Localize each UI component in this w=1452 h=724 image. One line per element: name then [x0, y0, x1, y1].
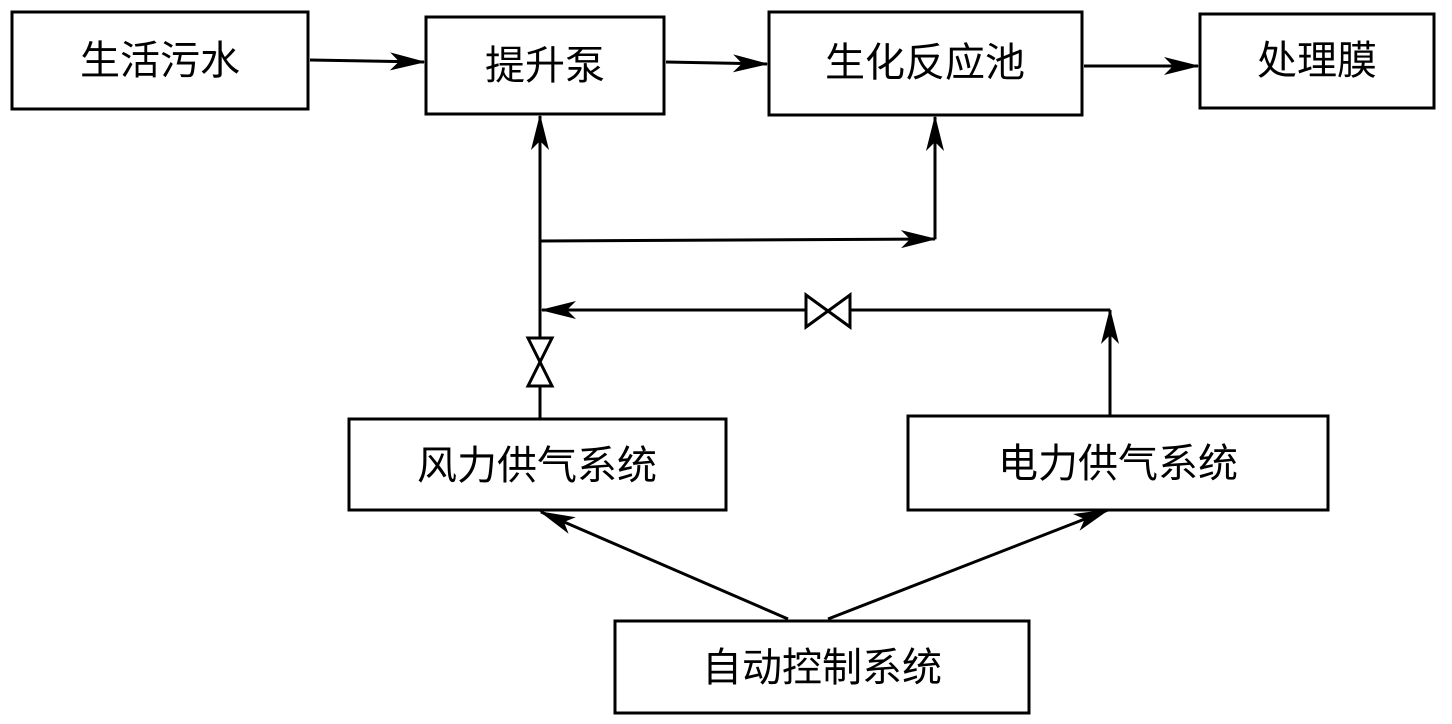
valve-electric-line[interactable] [804, 292, 852, 330]
arrow-control-to-wind [539, 510, 789, 621]
node-reactor: 生化反应池 [767, 10, 1084, 117]
valve-wind-line[interactable] [525, 336, 555, 388]
node-sewage-label: 生活污水 [80, 38, 240, 84]
node-sewage: 生活污水 [10, 10, 310, 111]
node-membrane-label: 处理膜 [1257, 38, 1377, 84]
node-auto-control: 自动控制系统 [613, 619, 1031, 715]
arrow-control-to-electric [827, 508, 1110, 621]
node-wind-supply: 风力供气系统 [347, 417, 728, 512]
arrow-pump-to-reactor [665, 54, 769, 73]
node-auto-control-label: 自动控制系统 [702, 645, 942, 691]
node-membrane: 处理膜 [1198, 12, 1436, 110]
node-electric-supply-label: 电力供气系统 [998, 441, 1238, 487]
node-pump-label: 提升泵 [485, 43, 605, 89]
arrow-sewage-to-pump [309, 52, 426, 71]
node-pump: 提升泵 [424, 15, 666, 116]
arrow-branch-horizontal [539, 230, 937, 249]
node-electric-supply: 电力供气系统 [906, 414, 1330, 512]
node-wind-supply-label: 风力供气系统 [417, 443, 657, 489]
node-reactor-label: 生化反应池 [825, 40, 1025, 86]
